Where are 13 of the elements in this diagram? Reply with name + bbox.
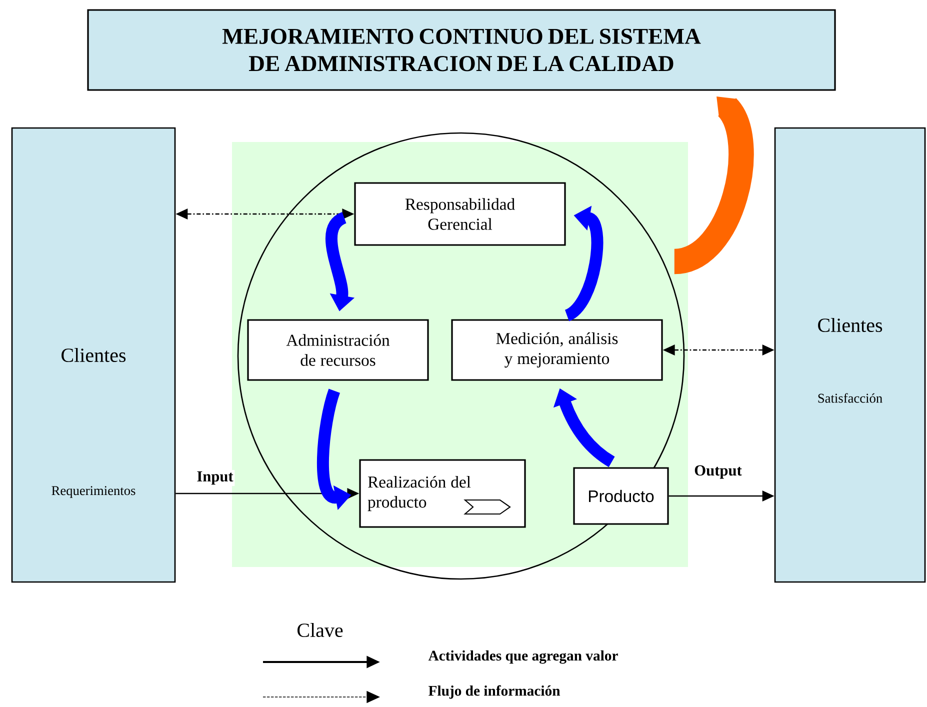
client-box: Clientes Satisfacción <box>774 127 926 583</box>
client-box: Clientes Requerimientos <box>11 127 176 583</box>
legend-heading: Clave <box>298 622 343 638</box>
legend-text: Flujo de información <box>428 685 560 699</box>
process-box: Realización del producto <box>359 459 526 528</box>
curved-arrow <box>672 96 754 274</box>
process-box: Administración de recursos <box>247 319 429 381</box>
title-box: MEJORAMIENTO CONTINUO DEL SISTEMA DE ADMINISTRACION DE LA CALIDAD <box>87 9 836 91</box>
legend-text: Actividades que agregan valor <box>428 650 618 664</box>
process-box: Responsabilidad Gerencial <box>354 182 566 246</box>
process-box: Medición, análisis y mejoramiento <box>451 319 663 381</box>
edge-label: Input <box>195 470 235 486</box>
edge-label: Output <box>692 464 744 480</box>
